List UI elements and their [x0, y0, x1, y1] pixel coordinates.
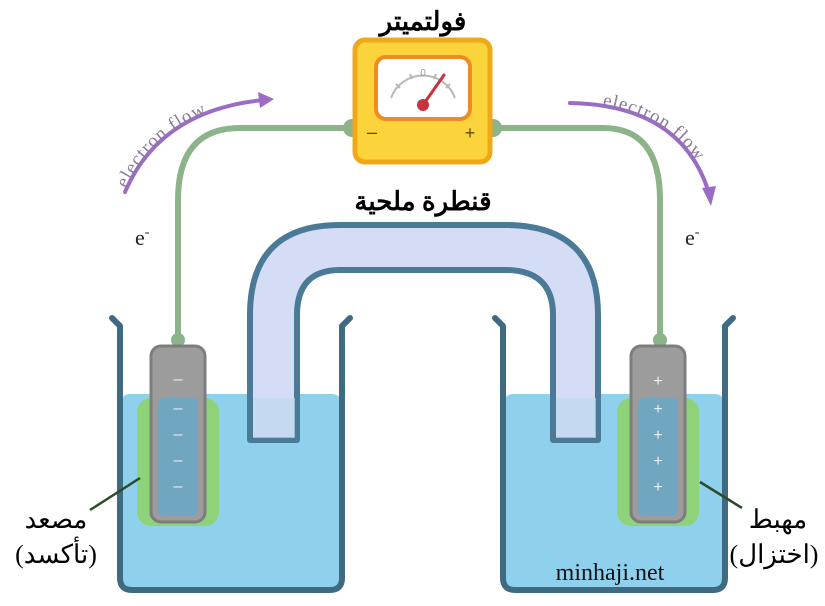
cathode-sign: +	[653, 479, 662, 496]
voltmeter-plus: +	[465, 123, 476, 143]
voltmeter-label: فولتميتر	[378, 7, 467, 37]
salt-bridge-label: قنطرة ملحية	[354, 187, 491, 217]
left-electron-flow-arrow	[123, 98, 266, 194]
cathode-sign: +	[653, 401, 662, 418]
anode-sign: –	[174, 400, 183, 417]
anode-sign: –	[174, 478, 183, 495]
meter-scale-mark: 0	[420, 68, 426, 79]
voltmeter-icon: 0 – +	[352, 37, 493, 165]
right-electron-symbol: e-	[685, 225, 700, 250]
cathode-note: (اختزال)	[730, 540, 819, 570]
anode-sign: –	[174, 452, 183, 469]
right-beaker	[492, 315, 736, 593]
watermark: minhaji.net	[556, 560, 665, 586]
anode-pointer	[89, 476, 141, 512]
right-electron-flow-arrow	[568, 101, 710, 192]
cathode-label: مهبط	[749, 505, 807, 535]
cathode-sign: +	[653, 453, 662, 470]
cathode-pointer	[699, 480, 743, 510]
anode-electrode: – – – – –	[137, 344, 219, 526]
left-electron-symbol: e-	[135, 225, 150, 250]
anode-note: (تأكسد)	[15, 535, 97, 569]
cathode-electrode: + + + + +	[617, 344, 699, 526]
anode-sign: –	[174, 371, 183, 388]
cathode-sign: +	[653, 373, 662, 390]
voltmeter-minus: –	[367, 122, 377, 142]
anode-label: مصعد	[25, 505, 88, 534]
anode-sign: –	[174, 426, 183, 443]
cathode-sign: +	[653, 427, 662, 444]
salt-bridge	[247, 222, 601, 443]
left-beaker	[109, 315, 353, 593]
external-wire	[175, 125, 663, 343]
